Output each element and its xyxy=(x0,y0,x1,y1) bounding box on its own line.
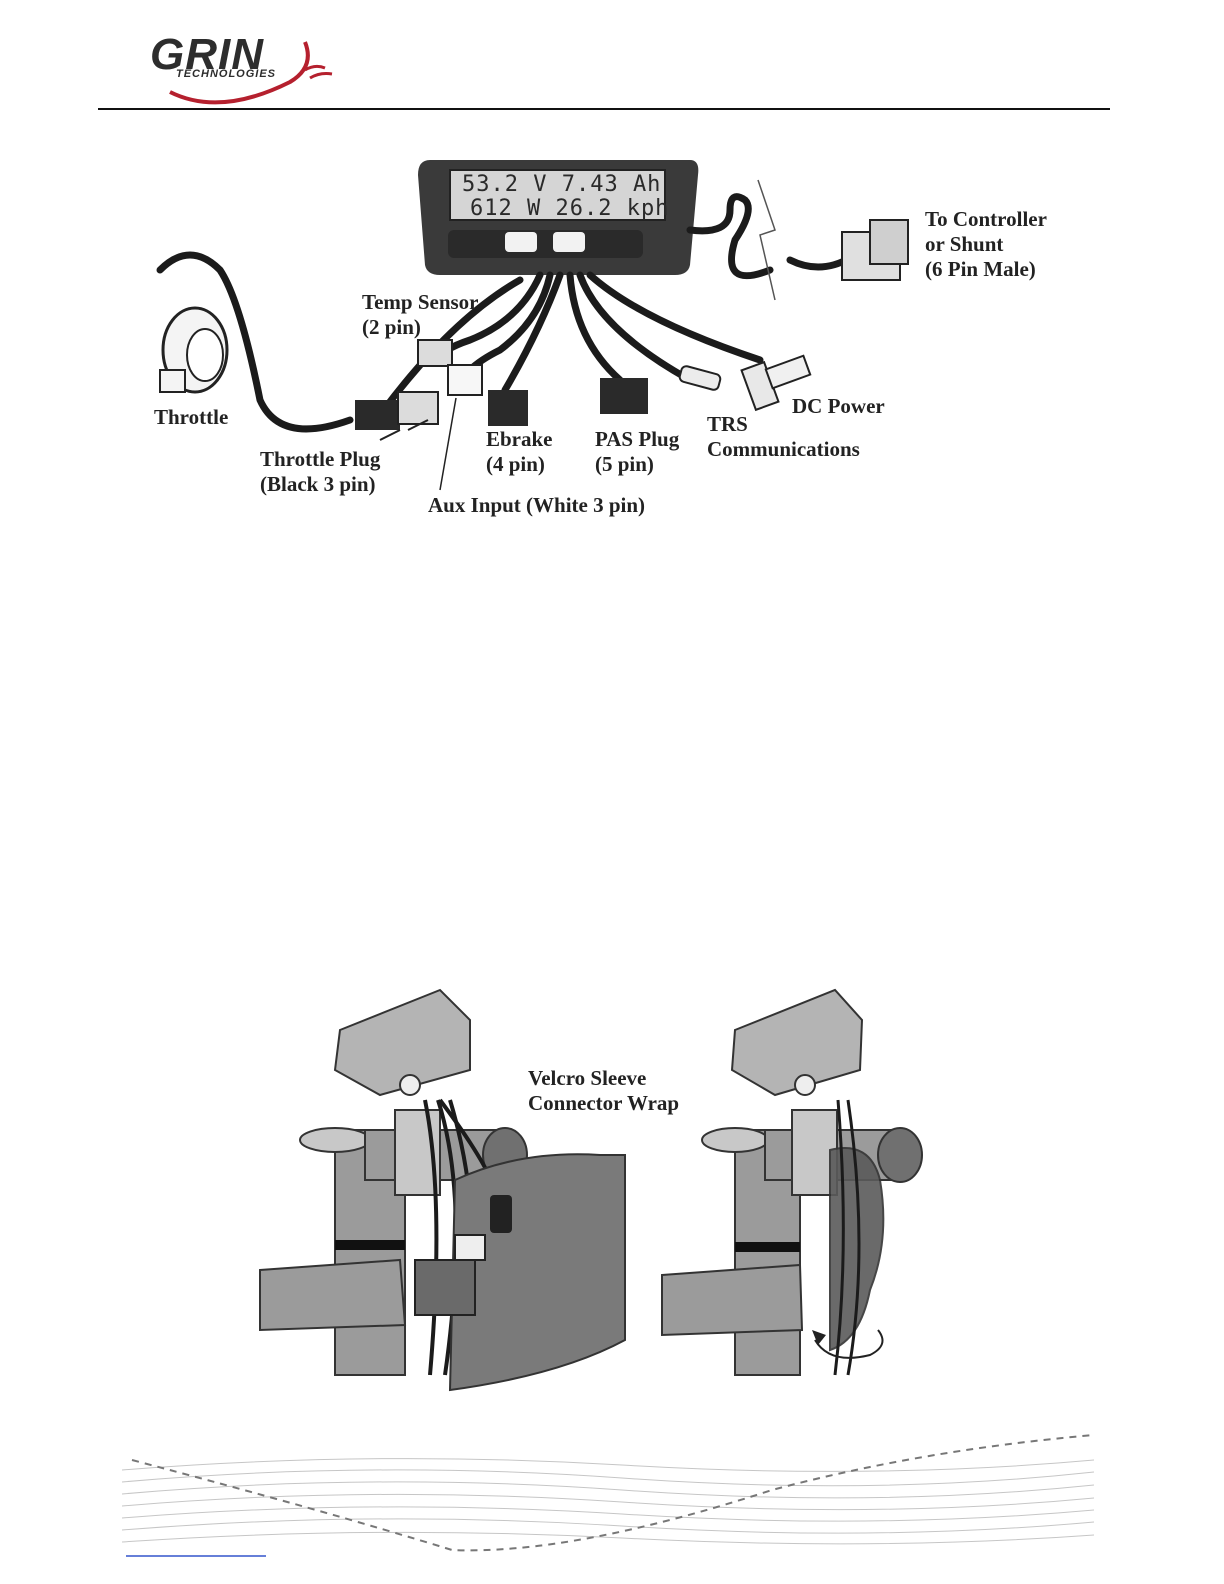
footer-wave-decoration xyxy=(122,1430,1094,1560)
trs-plug-small-icon xyxy=(490,1195,512,1233)
aux-plug-small-icon xyxy=(455,1235,485,1260)
label-velcro-sleeve: Velcro Sleeve Connector Wrap xyxy=(528,1066,679,1116)
connector-bundle-icon xyxy=(415,1260,475,1315)
handlebar-right-icon xyxy=(662,990,922,1375)
velcro-sleeve-icon xyxy=(450,1154,625,1390)
